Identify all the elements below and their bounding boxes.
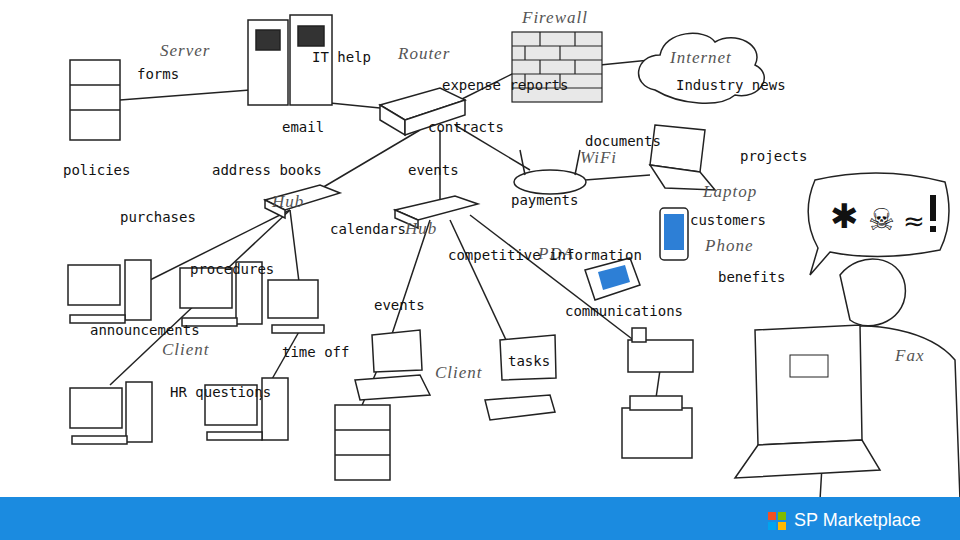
topic-word: IT help [312, 49, 371, 65]
phone-icon [660, 208, 688, 260]
device-label: Hub [272, 194, 304, 210]
topic-word: payments [511, 192, 578, 208]
topic-word: competitive information [448, 247, 642, 263]
topic-word: calendars [330, 221, 406, 237]
topic-word: purchases [120, 209, 196, 225]
svg-text:✱: ✱ [830, 196, 859, 236]
device-label: Hub [405, 221, 437, 237]
topic-word: Industry news [676, 77, 786, 93]
topic-word: address books [212, 162, 322, 178]
topic-word: tasks [508, 353, 550, 369]
svg-text:≈: ≈ [903, 206, 925, 236]
device-label: Router [398, 46, 450, 62]
topic-word: email [282, 119, 324, 135]
topic-word: expense reports [442, 77, 568, 93]
device-label: Fax [895, 348, 924, 364]
device-label: Server [160, 43, 210, 59]
device-label: Phone [705, 238, 753, 254]
topic-word: events [374, 297, 425, 313]
device-label: Client [435, 365, 483, 381]
svg-text:☠: ☠ [868, 202, 895, 237]
topic-word: HR questions [170, 384, 271, 400]
topic-word: projects [740, 148, 807, 164]
topic-word: announcements [90, 322, 200, 338]
device-label: Laptop [703, 184, 757, 200]
client-computers [68, 260, 556, 444]
wifi-icon [514, 150, 586, 194]
topic-word: forms [137, 66, 179, 82]
device-label: Client [162, 342, 210, 358]
brand-name: SP Marketplace [794, 512, 921, 528]
topic-word: customers [690, 212, 766, 228]
device-label: Internet [670, 50, 732, 66]
device-label: Firewall [522, 10, 588, 26]
speech-bubble: ✱ ☠ ≈ [808, 173, 949, 275]
topic-word: documents [585, 133, 661, 149]
topic-word: communications [565, 303, 683, 319]
topic-word: contracts [428, 119, 504, 135]
topic-word: time off [282, 344, 349, 360]
device-label: WiFi [580, 150, 617, 166]
network-wires [110, 60, 660, 410]
fax-printer-icons [622, 328, 693, 458]
brand-logo [768, 512, 786, 530]
footer-band [0, 497, 960, 540]
user-with-laptop [735, 259, 960, 500]
topic-word: procedures [190, 261, 274, 277]
server-icons [70, 15, 390, 480]
pda-icon [585, 258, 640, 300]
topic-word: benefits [718, 269, 785, 285]
topic-word: policies [63, 162, 130, 178]
topic-word: events [408, 162, 459, 178]
